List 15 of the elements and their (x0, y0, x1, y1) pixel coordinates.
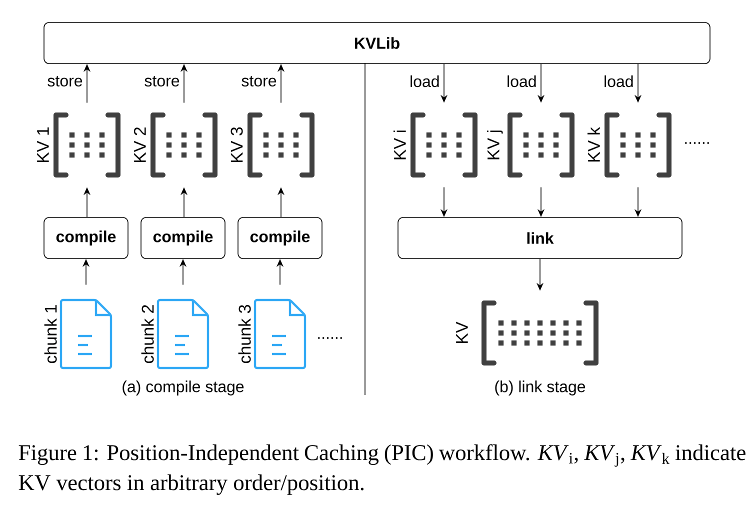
edge-label: load (410, 75, 439, 88)
process-box: compile (140, 217, 226, 259)
edge-label: store (242, 76, 276, 86)
process-box: compile (44, 217, 128, 259)
figure-caption: Figure 1: Position-Independent Caching (PIC) workflow. KV$_{i}$, KV$_{j}$, KV$_{k}$ indicate KV vectors in arbitrary order/position. (18, 444, 746, 495)
stage-caption: (b) link stage (495, 380, 586, 396)
process-box: KVLib (44, 22, 710, 64)
ellipsis: ...... (685, 142, 709, 144)
process-box: compile (238, 217, 322, 259)
process-box: link (398, 217, 682, 259)
edge-label: load (604, 75, 633, 88)
edge-label: store (144, 76, 180, 86)
edge-label: load (508, 75, 536, 88)
edge-label: store (48, 76, 82, 86)
stage-caption: (a) compile stage (122, 380, 244, 396)
